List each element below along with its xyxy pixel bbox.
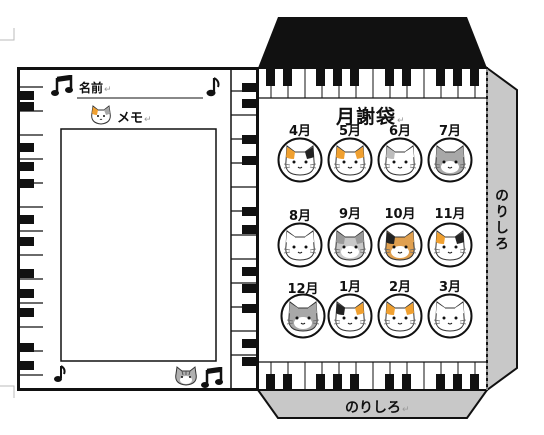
music-note-icon	[206, 77, 220, 97]
music-note-icon	[54, 365, 66, 382]
return-mark-icon: ↵	[402, 405, 410, 415]
return-mark-icon: ↵	[104, 85, 112, 95]
memo-box	[60, 128, 217, 362]
cat-badge-icon	[327, 293, 373, 339]
month-label: 7月	[438, 124, 462, 139]
cat-badge-icon	[327, 137, 373, 183]
cat-badge-icon	[327, 222, 373, 268]
side-flap-label: のりしろ	[491, 188, 511, 252]
piano-keys-top	[259, 69, 486, 99]
month-label: 2月	[388, 280, 412, 295]
cat-badge-icon	[277, 222, 323, 268]
cat-badge-icon	[377, 293, 423, 339]
side-flap-label-text: のりしろ	[493, 188, 509, 252]
memo-card-frame	[17, 67, 259, 391]
cat-badge-icon	[280, 293, 326, 339]
bottom-flap-label-text: のりしろ	[345, 400, 401, 416]
month-label: 9月	[338, 207, 362, 222]
cat-badge-icon	[377, 137, 423, 183]
month-label: 10月	[384, 207, 416, 222]
memo-label: メモ↵	[117, 107, 152, 126]
cat-badge-icon	[427, 137, 473, 183]
piano-keys-bottom	[259, 361, 486, 389]
return-mark-icon: ↵	[144, 115, 152, 125]
cat-face-icon	[91, 105, 111, 125]
return-mark-icon: ↵	[397, 116, 406, 126]
cat-face-icon	[175, 366, 197, 386]
piano-keys-right	[230, 68, 258, 390]
cat-badge-icon	[277, 137, 323, 183]
envelope-title: 月謝袋↵	[336, 102, 406, 129]
month-label: 4月	[288, 124, 312, 139]
month-label: 8月	[288, 209, 312, 224]
month-label: 1月	[338, 280, 362, 295]
name-label: 名前↵	[79, 79, 112, 96]
month-label: 6月	[388, 124, 412, 139]
month-label: 11月	[434, 207, 466, 222]
bottom-flap-label: のりしろ↵	[345, 397, 410, 417]
memo-card: 名前↵ メモ↵	[17, 67, 259, 391]
memo-label-text: メモ	[117, 111, 144, 126]
music-note-icon	[201, 367, 223, 388]
cat-badge-icon	[427, 293, 473, 339]
piano-keys-left	[18, 86, 43, 376]
name-label-text: 名前	[79, 81, 104, 95]
cat-badge-icon	[427, 222, 473, 268]
month-label: 12月	[287, 282, 319, 297]
cat-badge-icon	[377, 222, 423, 268]
envelope-title-text: 月謝袋	[336, 106, 397, 128]
month-label: 3月	[438, 280, 462, 295]
music-note-icon	[51, 75, 73, 96]
month-label: 5月	[338, 124, 362, 139]
month-grid: 4月 5月 6月 7月 8月 9月 10月 11月 12月 1月 2月 3月	[258, 120, 487, 350]
